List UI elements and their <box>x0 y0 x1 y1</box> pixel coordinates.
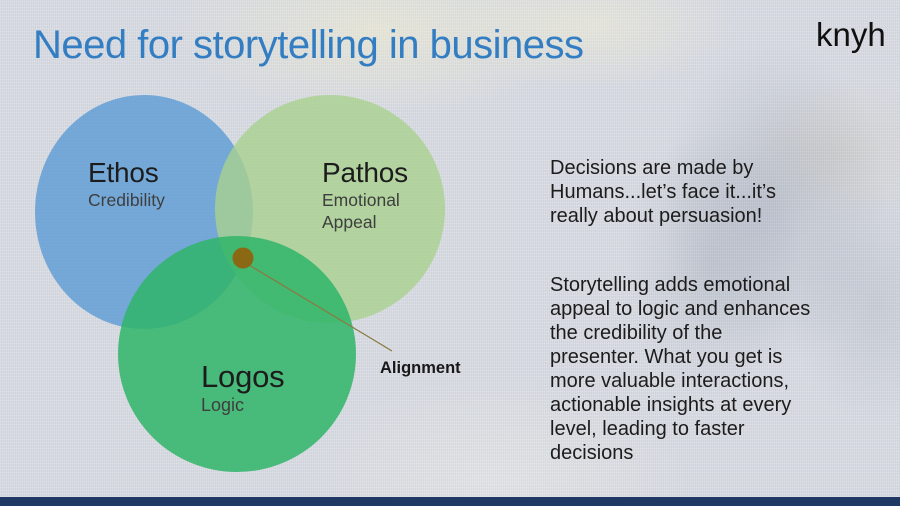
pathos-sublabel: Emotional Appeal <box>322 190 400 232</box>
pathos-label-group: Pathos Emotional Appeal <box>322 157 422 233</box>
body-paragraph-2: Storytelling adds emotional appeal to lo… <box>550 274 811 464</box>
logos-sublabel: Logic <box>201 395 245 415</box>
body-paragraph-1: Decisions are made by Humans...let’s fac… <box>550 157 777 227</box>
ethos-label: Ethos <box>88 157 159 188</box>
bottom-accent-bar <box>0 497 900 506</box>
logos-label: Logos <box>201 359 285 394</box>
ethos-label-group: Ethos Credibility <box>88 157 165 211</box>
slide-title: Need for storytelling in business <box>33 23 584 67</box>
body-text-block: Decisions are made by Humans...let’s fac… <box>550 132 812 489</box>
ethos-sublabel: Credibility <box>88 190 165 210</box>
logos-label-group: Logos Logic <box>201 359 285 416</box>
alignment-dot <box>232 247 254 269</box>
logos-circle <box>118 236 356 472</box>
alignment-label: Alignment <box>380 359 461 377</box>
pathos-label: Pathos <box>322 157 408 188</box>
alignment-connector-line <box>248 264 393 352</box>
brand-logo: knyh <box>816 16 886 53</box>
